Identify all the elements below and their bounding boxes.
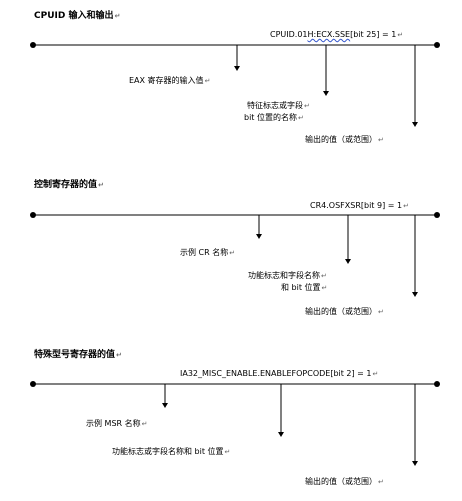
arrow-head — [234, 66, 240, 71]
arrow-head — [323, 91, 329, 96]
feature-flag-label: 功能标志和字段名称↵ — [248, 271, 327, 280]
feature-flag-label: 功能标志或字段名称和 bit 位置↵ — [112, 447, 231, 456]
bit-position-label: 和 bit 位置↵ — [281, 283, 328, 292]
arrow-head — [412, 461, 418, 466]
axis-end-dot — [434, 42, 440, 48]
cr-name-label: 示例 CR 名称↵ — [180, 248, 236, 257]
control-register-diagram — [30, 212, 440, 297]
axis-end-dot — [434, 381, 440, 387]
axis-end-dot — [434, 212, 440, 218]
section-title: CPUID 输入和输出↵ — [34, 11, 121, 21]
arrow-head — [256, 234, 262, 239]
axis-start-dot — [30, 212, 36, 218]
input-value-label: EAX 寄存器的输入值↵ — [129, 76, 211, 85]
section-title: 特殊型号寄存器的值↵ — [34, 350, 122, 360]
output-value-label: 输出的值（或范围）↵ — [305, 135, 384, 144]
output-value-label: 输出的值（或范围）↵ — [305, 477, 384, 486]
encoding-label: CR4.OSFXSR[bit 9] = 1↵ — [310, 201, 409, 210]
axis-start-dot — [30, 381, 36, 387]
section-title: 控制寄存器的值↵ — [34, 180, 104, 190]
cpuid-diagram — [30, 42, 440, 127]
axis-start-dot — [30, 42, 36, 48]
arrow-head — [162, 403, 168, 408]
output-value-label: 输出的值（或范围）↵ — [305, 307, 384, 316]
encoding-label: IA32_MISC_ENABLE.ENABLEFOPCODE[bit 2] = … — [180, 369, 379, 378]
bit-position-label: bit 位置的名称↵ — [244, 113, 304, 122]
msr-name-label: 示例 MSR 名称↵ — [86, 419, 148, 428]
arrow-head — [345, 259, 351, 264]
encoding-label: CPUID.01H:ECX.SSE[bit 25] = 1↵ — [270, 30, 404, 39]
feature-flag-label: 特征标志或字段↵ — [247, 101, 310, 110]
arrow-head — [278, 432, 284, 437]
arrow-head — [412, 292, 418, 297]
arrow-head — [412, 122, 418, 127]
